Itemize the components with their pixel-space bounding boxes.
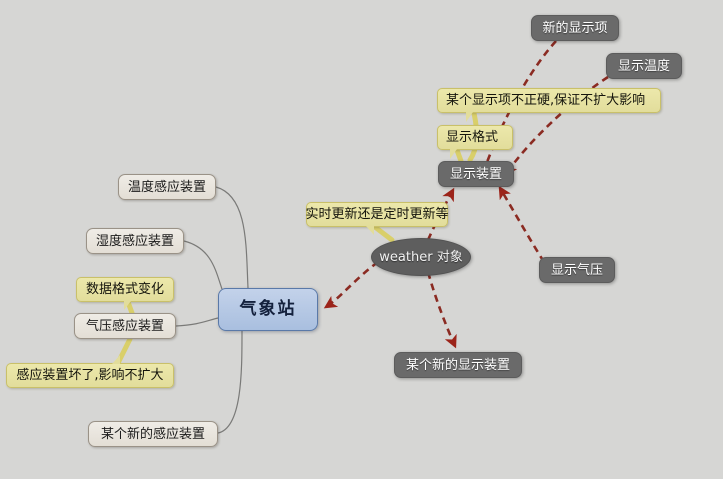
note-sensor-failure[interactable]: 感应装置坏了,影响不扩大 (6, 363, 174, 388)
node-new-display-device[interactable]: 某个新的显示装置 (394, 352, 522, 378)
node-label: 显示温度 (617, 58, 670, 74)
node-temp-sensor[interactable]: 温度感应装置 (118, 174, 216, 200)
node-weather-object[interactable]: weather 对象 (371, 238, 471, 276)
node-label: 某个显示项不正硬,保证不扩大影响 (446, 93, 646, 108)
edge-temp-sensor-to-station (215, 186, 249, 289)
node-label: 显示格式 (446, 130, 499, 145)
node-label: 温度感应装置 (128, 179, 207, 195)
node-display-pressure[interactable]: 显示气压 (539, 257, 615, 283)
node-weather-station[interactable]: 气象站 (218, 288, 318, 331)
node-label: 某个新的感应装置 (100, 426, 205, 442)
node-label: 显示气压 (550, 262, 603, 278)
node-label: 某个新的显示装置 (405, 357, 510, 373)
node-label: 数据格式变化 (85, 282, 164, 297)
node-label: 实时更新还是定时更新等 (305, 207, 449, 222)
node-humidity-sensor[interactable]: 湿度感应装置 (86, 228, 184, 254)
edge-new-sensor-to-station (217, 330, 243, 434)
note-display-error[interactable]: 某个显示项不正硬,保证不扩大影响 (437, 88, 661, 113)
note-data-format-change[interactable]: 数据格式变化 (76, 277, 174, 302)
note-tail-data-format (124, 301, 131, 310)
node-label: 显示装置 (449, 166, 502, 182)
edge-weather-to-station (323, 260, 379, 309)
note-display-format[interactable]: 显示格式 (437, 125, 513, 150)
node-label: 气压感应装置 (85, 318, 164, 334)
node-label: 感应装置坏了,影响不扩大 (16, 368, 164, 383)
edge-pressure-sensor-to-station (175, 317, 219, 327)
note-tail-display-format (450, 149, 457, 159)
node-label: 湿度感应装置 (96, 233, 175, 249)
edge-weather-to-new-display (426, 271, 457, 349)
edge-note-update-mode (372, 224, 395, 243)
node-display-temperature[interactable]: 显示温度 (606, 53, 682, 79)
node-new-display-item[interactable]: 新的显示项 (531, 15, 619, 41)
note-update-mode[interactable]: 实时更新还是定时更新等 (305, 202, 449, 227)
node-display-device[interactable]: 显示装置 (438, 161, 514, 187)
node-label: 气象站 (239, 299, 297, 319)
node-pressure-sensor[interactable]: 气压感应装置 (74, 313, 176, 339)
edge-display-pressure-to-display (498, 185, 546, 263)
node-new-sensor[interactable]: 某个新的感应装置 (88, 421, 218, 447)
node-label: weather 对象 (379, 249, 463, 265)
edge-note-display-format (454, 147, 464, 164)
note-tail-sensor-failure (112, 355, 120, 364)
node-label: 新的显示项 (542, 20, 608, 36)
edge-humidity-sensor-to-station (183, 240, 223, 290)
note-tail-update-mode (366, 226, 374, 235)
note-tail-display-error (466, 112, 473, 122)
